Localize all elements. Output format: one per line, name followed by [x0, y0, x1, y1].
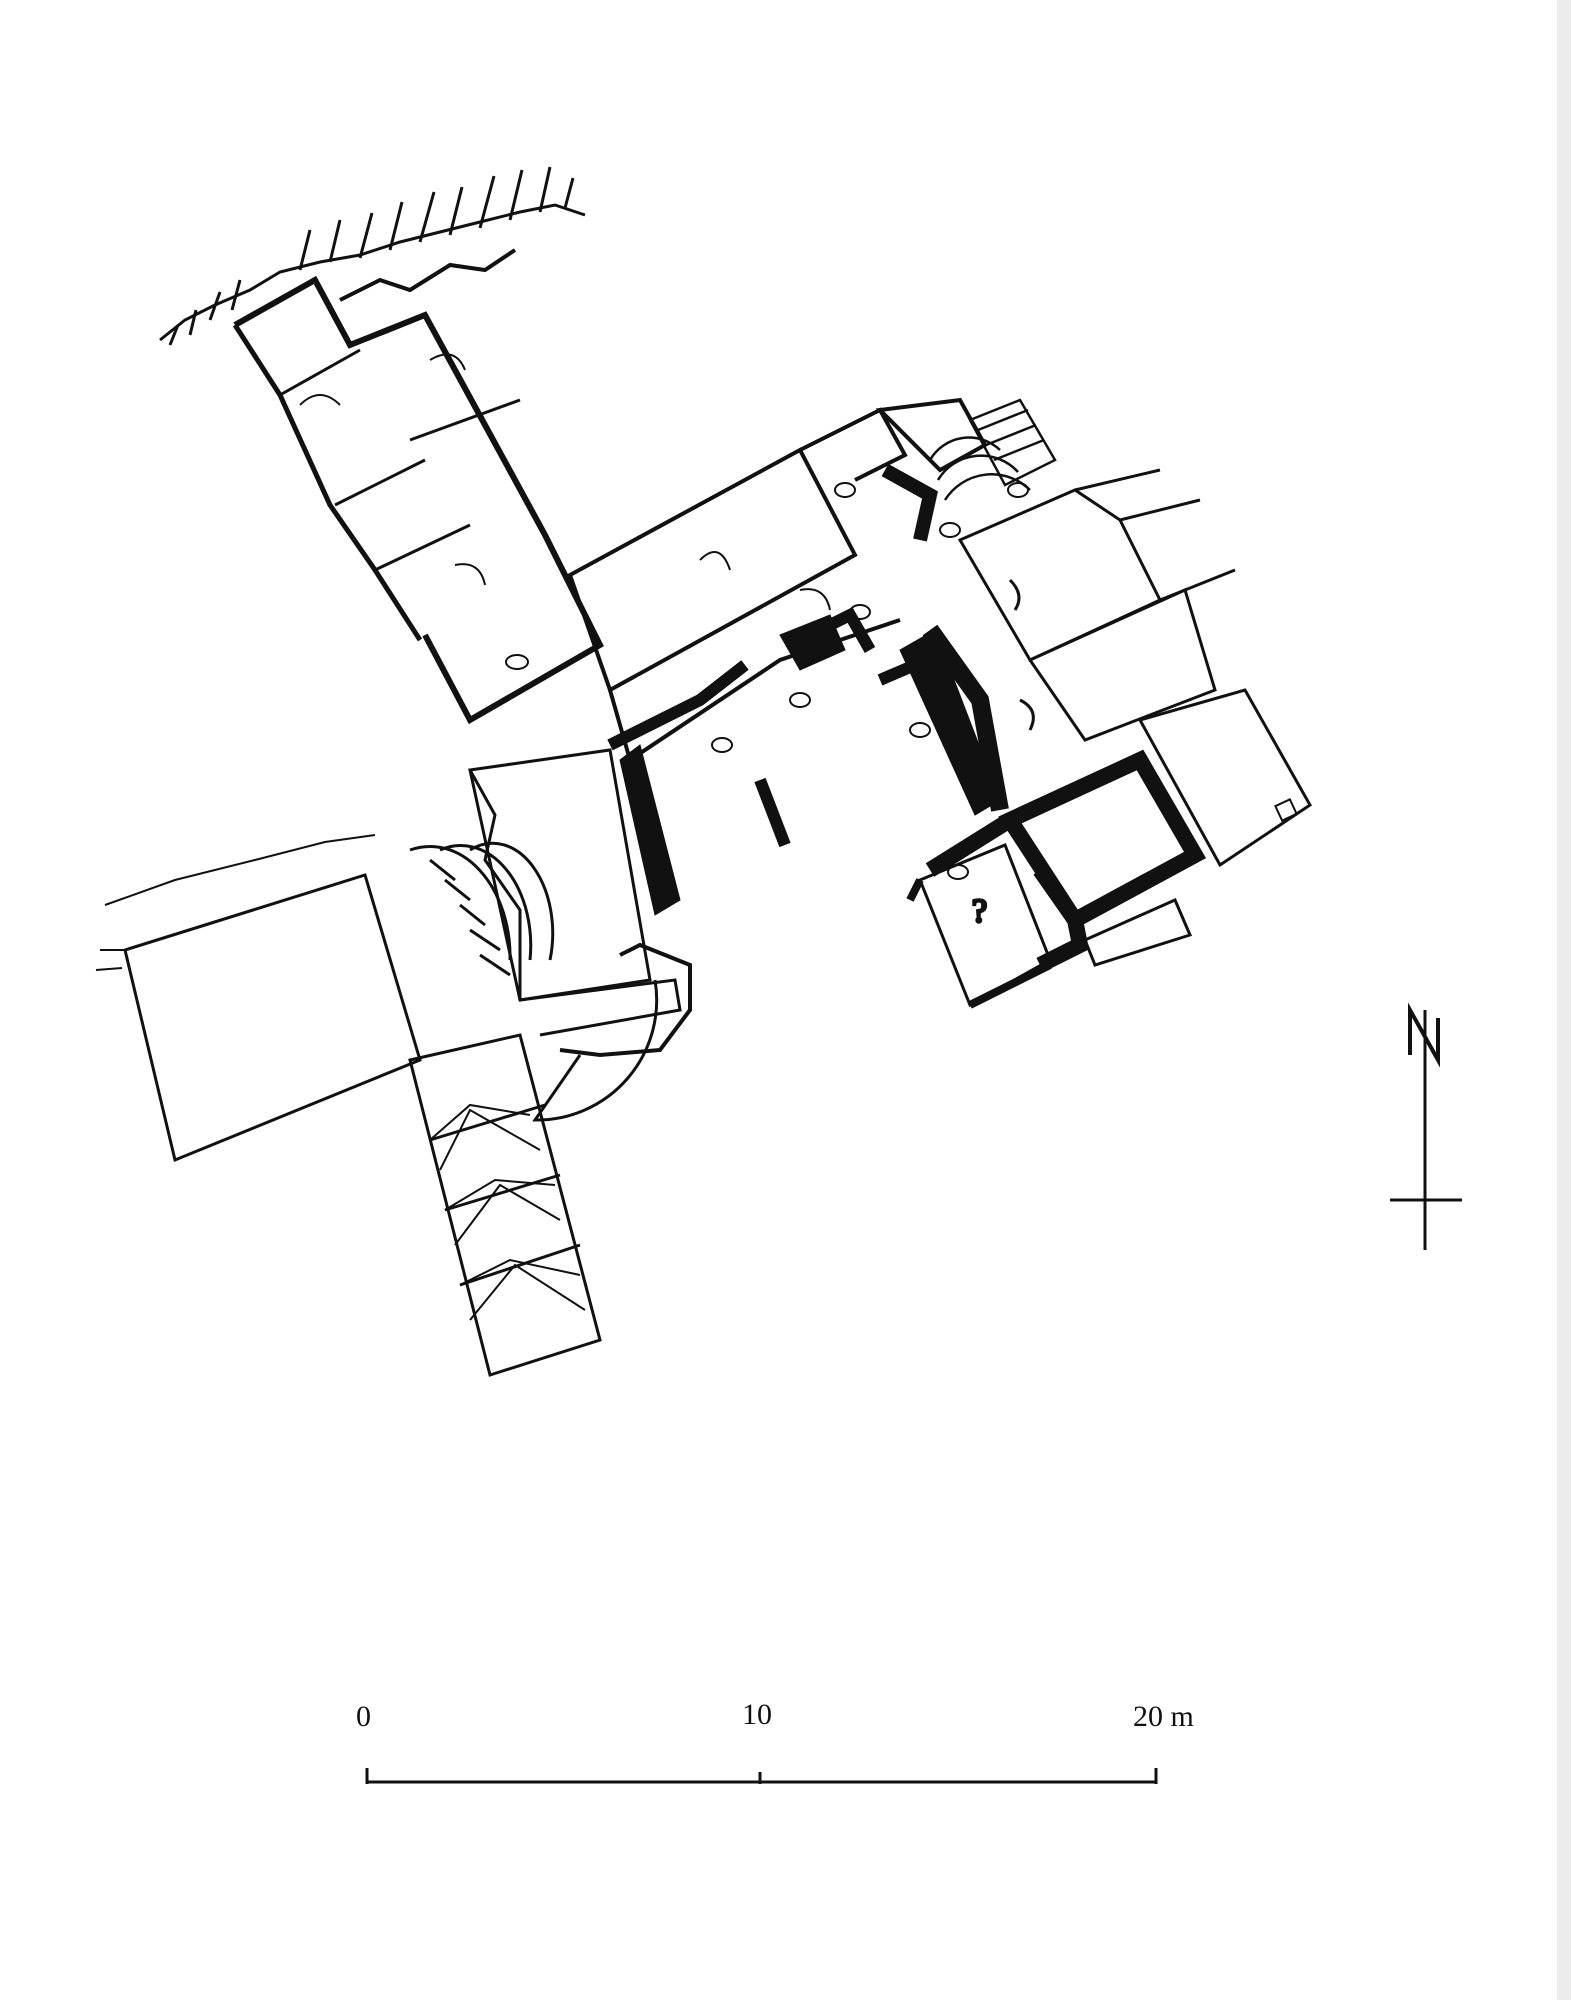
scale-label-20m: 20 m	[1133, 1700, 1194, 1733]
scale-label-0: 0	[356, 1700, 371, 1733]
scale-bar	[365, 1768, 1158, 1784]
scale-label-10: 10	[742, 1698, 772, 1731]
terrain-hatching	[159, 166, 586, 346]
plan-markers	[711, 482, 1029, 880]
unknown-room-mark: ?	[972, 893, 987, 930]
central-block	[567, 407, 908, 764]
north-west-wing	[232, 275, 604, 725]
south-annex	[408, 1033, 602, 1377]
south-east-room: ?	[906, 843, 1193, 1009]
north-arrow	[1390, 1002, 1462, 1250]
south-west-block	[95, 834, 422, 1163]
scan-edge	[1557, 0, 1571, 2000]
south-court	[409, 748, 692, 1122]
east-rooms	[957, 468, 1312, 868]
north-east-stair	[875, 397, 1057, 542]
masonry-walls	[619, 614, 1207, 973]
